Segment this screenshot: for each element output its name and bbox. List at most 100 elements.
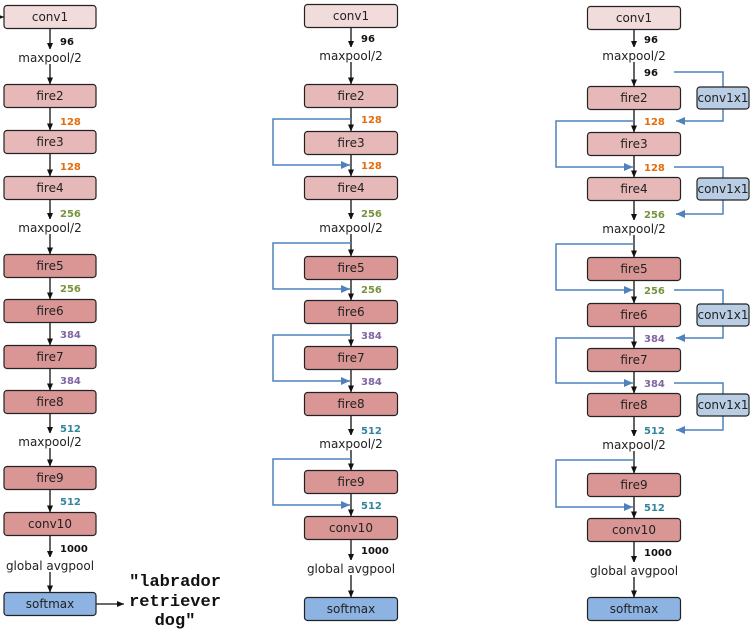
fire8-label: fire8: [337, 397, 364, 411]
channel-count: 96: [361, 34, 375, 45]
layer-fire3: fire3: [303, 130, 399, 156]
fire9-box: [586, 472, 682, 498]
channel-count: 384: [644, 334, 665, 345]
column-1: conv196maxpool/2fire2128fire3128fire4256…: [3, 4, 97, 617]
fire6-label: fire6: [337, 305, 364, 319]
fire3-label: fire3: [36, 135, 63, 149]
channel-count: 384: [361, 331, 382, 342]
fire3-label: fire3: [337, 136, 364, 150]
fire3-box: [586, 131, 682, 157]
channel-count: 384: [60, 376, 81, 387]
op-label: maxpool/2: [18, 221, 81, 235]
layer-softmax: softmax: [3, 591, 97, 617]
channel-count: 128: [644, 117, 665, 128]
conv1-box: [586, 5, 682, 31]
layer-conv1: conv1: [586, 5, 682, 31]
conv1x1-box: [696, 393, 750, 417]
fire9-label: fire9: [620, 478, 647, 492]
fire5-label: fire5: [620, 262, 647, 276]
channel-count: 1000: [644, 548, 672, 559]
fire2-label: fire2: [337, 89, 364, 103]
layer-fire7: fire7: [586, 347, 682, 373]
label-background: [5, 49, 95, 63]
simple-bypass-fire5: [272, 242, 351, 293]
conv10-label: conv10: [329, 521, 373, 535]
layer-fire8: fire8: [3, 389, 97, 415]
channel-count: 128: [361, 115, 382, 126]
fire5-label: fire5: [337, 261, 364, 275]
simple-bypass-fire7: [272, 334, 351, 385]
softmax-box: [303, 596, 399, 622]
op-label: maxpool/2: [18, 435, 81, 449]
label-background: [589, 436, 679, 450]
simple-bypass-fire3: [555, 120, 634, 171]
fire6-box: [303, 299, 399, 325]
op-label: maxpool/2: [319, 437, 382, 451]
label-background: [5, 557, 95, 571]
label-background: [589, 562, 679, 576]
layer-fire2: fire2: [303, 83, 399, 109]
layer-fire8: fire8: [303, 391, 399, 417]
column-2: conv196maxpool/2fire2128fire3128fire4256…: [303, 3, 399, 622]
conv10-label: conv10: [28, 517, 72, 531]
layer-fire3: fire3: [586, 131, 682, 157]
column-3: conv196maxpool/296fire2128fire3128fire42…: [586, 5, 750, 622]
conv1-label: conv1: [616, 11, 652, 25]
conv1x1-bypass-fire6: conv1x1: [696, 303, 750, 327]
fire5-box: [303, 255, 399, 281]
fire8-label: fire8: [36, 395, 63, 409]
layer-fire2: fire2: [3, 83, 97, 109]
channel-count: 512: [644, 426, 665, 437]
softmax-box: [3, 591, 97, 617]
softmax-label: softmax: [327, 602, 375, 616]
channel-count: 256: [644, 210, 665, 221]
fire6-box: [586, 302, 682, 328]
complex-bypass-in-fire2: [674, 71, 724, 87]
channel-count: 384: [644, 379, 665, 390]
fire3-label: fire3: [620, 137, 647, 151]
complex-bypass-out-fire4: [676, 200, 724, 218]
layer-fire6: fire6: [303, 299, 399, 325]
fire9-box: [303, 469, 399, 495]
channel-count: 512: [361, 501, 382, 512]
channel-count: 1000: [60, 544, 88, 555]
channel-count: 1000: [361, 546, 389, 557]
label-background: [5, 433, 95, 447]
fire5-box: [3, 253, 97, 279]
conv1-box: [303, 3, 399, 29]
conv1x1-bypass-fire8: conv1x1: [696, 393, 750, 417]
op-label: maxpool/2: [18, 51, 81, 65]
fire4-label: fire4: [337, 181, 364, 195]
fire6-label: fire6: [620, 308, 647, 322]
fire2-box: [303, 83, 399, 109]
channel-count: 256: [644, 286, 665, 297]
fire8-label: fire8: [620, 398, 647, 412]
conv1x1-label: conv1x1: [697, 91, 748, 105]
layer-conv10: conv10: [303, 515, 399, 541]
fire7-label: fire7: [36, 350, 63, 364]
simple-bypass-fire7: [555, 337, 634, 387]
fire5-box: [586, 256, 682, 282]
simple-bypass-fire5: [555, 243, 634, 294]
label-background: [306, 47, 396, 61]
channel-count: 512: [361, 426, 382, 437]
conv10-label: conv10: [612, 523, 656, 537]
layer-fire7: fire7: [3, 344, 97, 370]
fire6-label: fire6: [36, 304, 63, 318]
layer-fire6: fire6: [586, 302, 682, 328]
channel-count: 96: [644, 68, 658, 79]
channel-count: 512: [60, 424, 81, 435]
complex-bypass-in-fire4: [674, 166, 724, 178]
op-label: global avgpool: [307, 562, 395, 576]
fire7-box: [3, 344, 97, 370]
layer-fire7: fire7: [303, 345, 399, 371]
conv10-box: [586, 517, 682, 543]
layer-fire2: fire2: [586, 85, 682, 111]
simple-bypass-fire3: [272, 118, 351, 169]
channel-count: 256: [60, 209, 81, 220]
label-background: [589, 47, 679, 61]
layer-conv10: conv10: [3, 511, 97, 537]
fire3-box: [303, 130, 399, 156]
channel-count: 256: [361, 285, 382, 296]
